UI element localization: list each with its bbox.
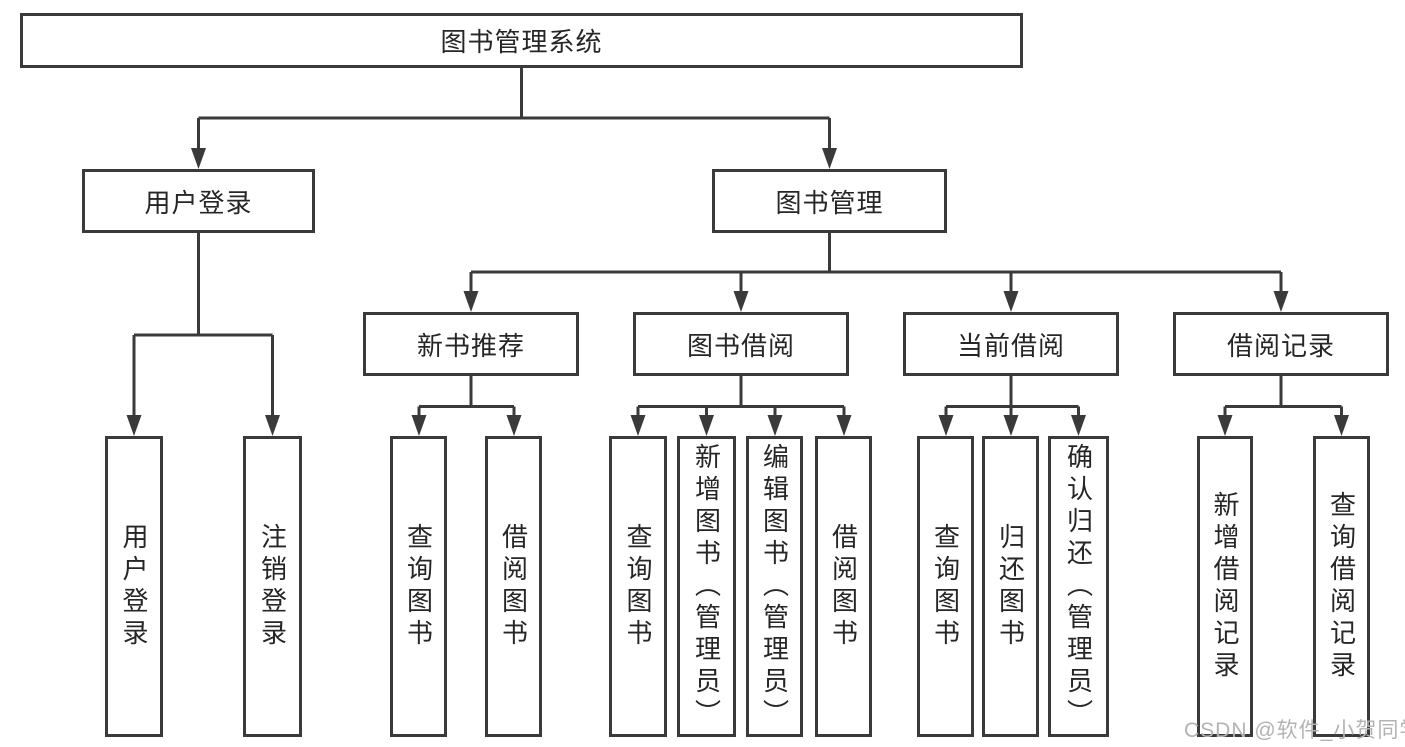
node-label: 注销登录 (257, 522, 288, 651)
node-leaf-query-books-borrowing: 查询图书 (609, 436, 667, 737)
node-user-login: 用户登录 (82, 169, 315, 233)
node-label: 图书管理 (775, 187, 884, 218)
node-library-management-system: 图书管理系统 (20, 13, 1023, 68)
node-label: 查询图书 (623, 522, 653, 651)
watermark: CSDN @软件_小贺同学 (1184, 719, 1405, 742)
node-label: 新增借阅记录 (1210, 490, 1240, 683)
node-leaf-add-borrow-record: 新增借阅记录 (1197, 436, 1253, 737)
node-label: 查询图书 (930, 522, 961, 651)
node-label: 确认归还（管理员） (1063, 442, 1094, 731)
node-label: 图书管理系统 (440, 27, 603, 57)
node-leaf-query-borrow-record: 查询借阅记录 (1313, 436, 1370, 737)
node-label: 用户登录 (119, 522, 149, 651)
node-label: 用户登录 (144, 187, 253, 218)
node-book-management: 图书管理 (712, 169, 947, 233)
node-current-borrowing: 当前借阅 (903, 312, 1119, 376)
node-new-book-recommendation: 新书推荐 (363, 312, 579, 376)
node-label: 编辑图书（管理员） (759, 442, 790, 731)
arrowheads (126, 148, 1349, 436)
node-label: 新增图书（管理员） (691, 442, 722, 731)
node-leaf-borrow-books-borrowing: 借阅图书 (815, 436, 872, 737)
node-leaf-edit-books-admin: 编辑图书（管理员） (746, 436, 803, 737)
node-label: 借阅图书 (828, 522, 859, 651)
node-borrowing-records: 借阅记录 (1173, 312, 1389, 376)
node-label: 查询借阅记录 (1326, 490, 1357, 683)
node-label: 借阅记录 (1226, 330, 1335, 361)
node-book-borrowing: 图书借阅 (633, 312, 849, 376)
node-leaf-query-books-recommend: 查询图书 (390, 436, 447, 737)
node-label: 借阅图书 (498, 522, 529, 651)
node-label: 归还图书 (995, 522, 1026, 651)
node-label: 查询图书 (403, 522, 434, 651)
node-leaf-user-login: 用户登录 (105, 436, 163, 737)
node-leaf-logout: 注销登录 (243, 436, 302, 737)
node-leaf-query-books-current: 查询图书 (917, 436, 974, 737)
node-leaf-borrow-books-recommend: 借阅图书 (485, 436, 542, 737)
node-label: 当前借阅 (956, 330, 1065, 361)
node-leaf-add-books-admin: 新增图书（管理员） (677, 436, 736, 737)
node-leaf-confirm-return-admin: 确认归还（管理员） (1048, 436, 1109, 737)
node-leaf-return-books: 归还图书 (982, 436, 1039, 737)
node-label: 新书推荐 (416, 330, 525, 361)
node-label: 图书借阅 (686, 330, 795, 361)
